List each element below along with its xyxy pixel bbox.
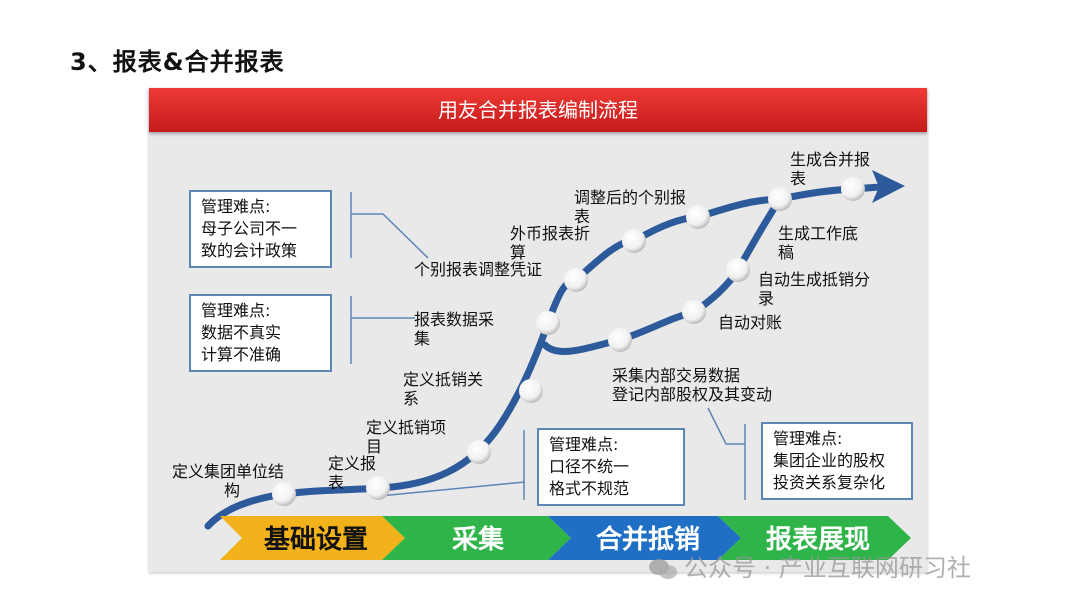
diagram-banner-title: 用友合并报表编制流程 [149, 88, 927, 132]
stage-label: 采集 [452, 524, 505, 555]
step-label-auto-elimination-entries: 自动生成抵销分 录 [758, 270, 871, 308]
box-line: 管理难点: [773, 429, 843, 448]
box-line: 管理难点: [201, 301, 271, 320]
box-line: 母子公司不一 [201, 219, 298, 238]
difficulty-box-accounting-policy: 管理难点: 母子公司不一 致的会计政策 [189, 190, 332, 268]
connector-lines [350, 192, 746, 500]
step-label-foreign-currency: 外币报表折 算 [510, 224, 591, 262]
step-label-adjusted-individual-report: 调整后的个别报 表 [574, 188, 687, 226]
step-label-define-elimination-items: 定义抵销项 目 [366, 418, 447, 456]
stage-chevron-3 [548, 516, 741, 560]
page-heading: 3、报表&合并报表 [70, 48, 285, 76]
connector-box1 [350, 192, 429, 259]
box-line: 集团企业的股权 [773, 451, 886, 470]
connector-box3 [379, 430, 526, 500]
step-label-generate-consolidated-report: 生成合并报 表 [790, 150, 871, 188]
box-line: 数据不真实 [201, 323, 282, 342]
difficulty-box-equity: 管理难点: 集团企业的股权 投资关系复杂化 [761, 422, 913, 500]
box-line: 投资关系复杂化 [773, 473, 886, 492]
step-label-generate-worksheet: 生成工作底 稿 [778, 224, 859, 262]
step-label-define-report: 定义报 表 [328, 454, 377, 492]
flow-node [768, 187, 792, 211]
flow-node [467, 440, 491, 464]
flow-arrowhead [872, 170, 905, 203]
flow-node [536, 311, 560, 335]
step-label-define-elimination-relations: 定义抵销关 系 [403, 370, 484, 408]
stage-chevron-4 [718, 516, 911, 560]
box-line: 口径不统一 [549, 457, 630, 476]
step-label-report-data-collection: 报表数据采 集 [414, 310, 495, 348]
difficulty-box-format: 管理难点: 口径不统一 格式不规范 [537, 428, 685, 506]
step-label-internal-transactions: 采集内部交易数据 登记内部股权及其变动 [612, 366, 773, 404]
watermark-text: 公众号 · 产业互联网研习社 [684, 554, 971, 582]
flow-node [366, 476, 390, 500]
step-label-define-group-structure: 定义集团单位结 构 [172, 462, 285, 500]
wechat-icon [649, 559, 677, 579]
flow-node [272, 482, 296, 506]
difficulty-box-data-accuracy: 管理难点: 数据不真实 计算不准确 [189, 294, 332, 372]
connector-box2 [350, 296, 415, 364]
flow-node [622, 229, 646, 253]
box-line: 管理难点: [201, 197, 271, 216]
flow-node [726, 258, 750, 282]
stage-label: 报表展现 [766, 524, 870, 555]
stage-label: 合并抵销 [596, 524, 700, 555]
watermark: 公众号 · 产业互联网研习社 [648, 548, 971, 583]
box-line: 管理难点: [549, 435, 619, 454]
flow-node [608, 328, 632, 352]
flow-node [682, 300, 706, 324]
box-line: 计算不准确 [201, 345, 282, 364]
flow-node [519, 379, 543, 403]
stage-label: 基础设置 [264, 525, 368, 555]
stage-chevron-1 [220, 516, 405, 560]
flow-node [564, 268, 588, 292]
flow-node [841, 177, 865, 201]
connector-box4 [707, 407, 746, 500]
stage-chevron-2 [382, 516, 571, 560]
flow-node [686, 205, 710, 229]
step-label-individual-adjustment: 个别报表调整凭证 [414, 260, 543, 279]
flow-nodes [272, 177, 865, 506]
step-label-auto-reconcile: 自动对账 [718, 313, 783, 332]
stage-bar: 基础设置 采集 合并抵销 报表展现 [220, 516, 911, 560]
box-line: 格式不规范 [549, 479, 630, 498]
box-line: 致的会计政策 [201, 241, 298, 260]
